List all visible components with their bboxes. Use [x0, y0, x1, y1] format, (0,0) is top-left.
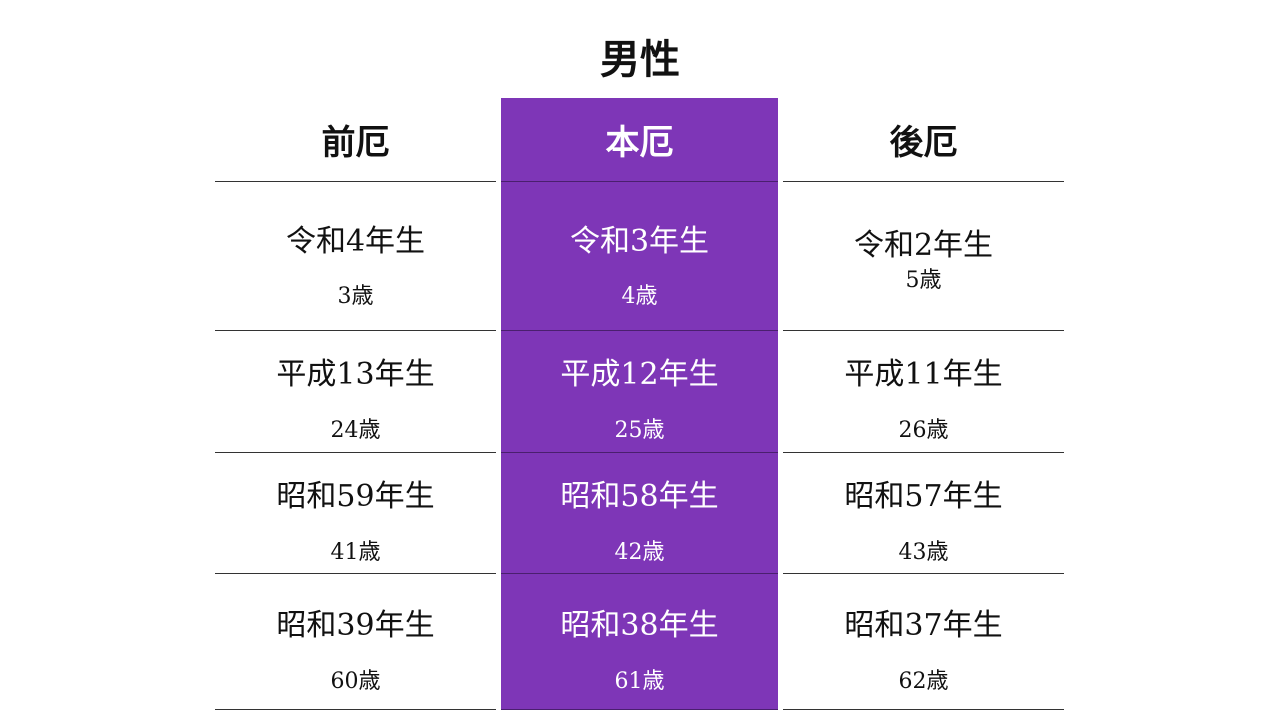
age: 4歳 [621, 284, 658, 309]
birth-year: 昭和38年生 [560, 608, 719, 643]
table-row: 昭和59年生 41歳 [215, 453, 496, 574]
table-row: 昭和39年生 60歳 [215, 574, 496, 710]
birth-year: 平成13年生 [276, 357, 435, 392]
birth-year: 令和4年生 [285, 224, 426, 259]
age: 60歳 [330, 669, 381, 694]
table-row: 昭和37年生 62歳 [783, 574, 1064, 710]
birth-year: 令和3年生 [569, 224, 710, 259]
age: 62歳 [898, 669, 949, 694]
birth-year: 平成12年生 [560, 357, 719, 392]
table-row: 昭和38年生 61歳 [501, 574, 778, 710]
age: 24歳 [330, 418, 381, 443]
birth-year: 平成11年生 [844, 357, 1003, 392]
table-row: 平成11年生 26歳 [783, 331, 1064, 453]
age: 43歳 [898, 540, 949, 565]
age: 42歳 [614, 540, 665, 565]
page-title: 男性 [600, 36, 680, 83]
birth-year: 昭和58年生 [560, 479, 719, 514]
age: 61歳 [614, 669, 665, 694]
birth-year: 昭和59年生 [276, 479, 435, 514]
table-row: 平成13年生 24歳 [215, 331, 496, 453]
birth-year: 昭和39年生 [276, 608, 435, 643]
table-row: 令和3年生 4歳 [501, 182, 778, 331]
age: 26歳 [898, 418, 949, 443]
column-header-honyaku: 本厄 [501, 98, 778, 182]
birth-year: 令和2年生 [853, 228, 994, 263]
table-row: 令和2年生 5歳 [783, 182, 1064, 331]
column-maeyaku: 前厄 令和4年生 3歳 平成13年生 24歳 昭和59年生 41歳 昭和39年生… [215, 98, 496, 710]
column-atoyaku: 後厄 令和2年生 5歳 平成11年生 26歳 昭和57年生 43歳 昭和37年生… [783, 98, 1064, 710]
age: 25歳 [614, 418, 665, 443]
table-row: 令和4年生 3歳 [215, 182, 496, 331]
age: 3歳 [337, 284, 374, 309]
column-header-maeyaku: 前厄 [215, 98, 496, 182]
age: 41歳 [330, 540, 381, 565]
table-row: 昭和57年生 43歳 [783, 453, 1064, 574]
birth-year: 昭和57年生 [844, 479, 1003, 514]
age: 5歳 [905, 268, 942, 293]
table-row: 平成12年生 25歳 [501, 331, 778, 453]
column-header-atoyaku: 後厄 [783, 98, 1064, 182]
honyaku-highlight-column [501, 98, 778, 710]
table-row: 昭和58年生 42歳 [501, 453, 778, 574]
birth-year: 昭和37年生 [844, 608, 1003, 643]
column-honyaku: 本厄 令和3年生 4歳 平成12年生 25歳 昭和58年生 42歳 昭和38年生… [501, 98, 778, 710]
